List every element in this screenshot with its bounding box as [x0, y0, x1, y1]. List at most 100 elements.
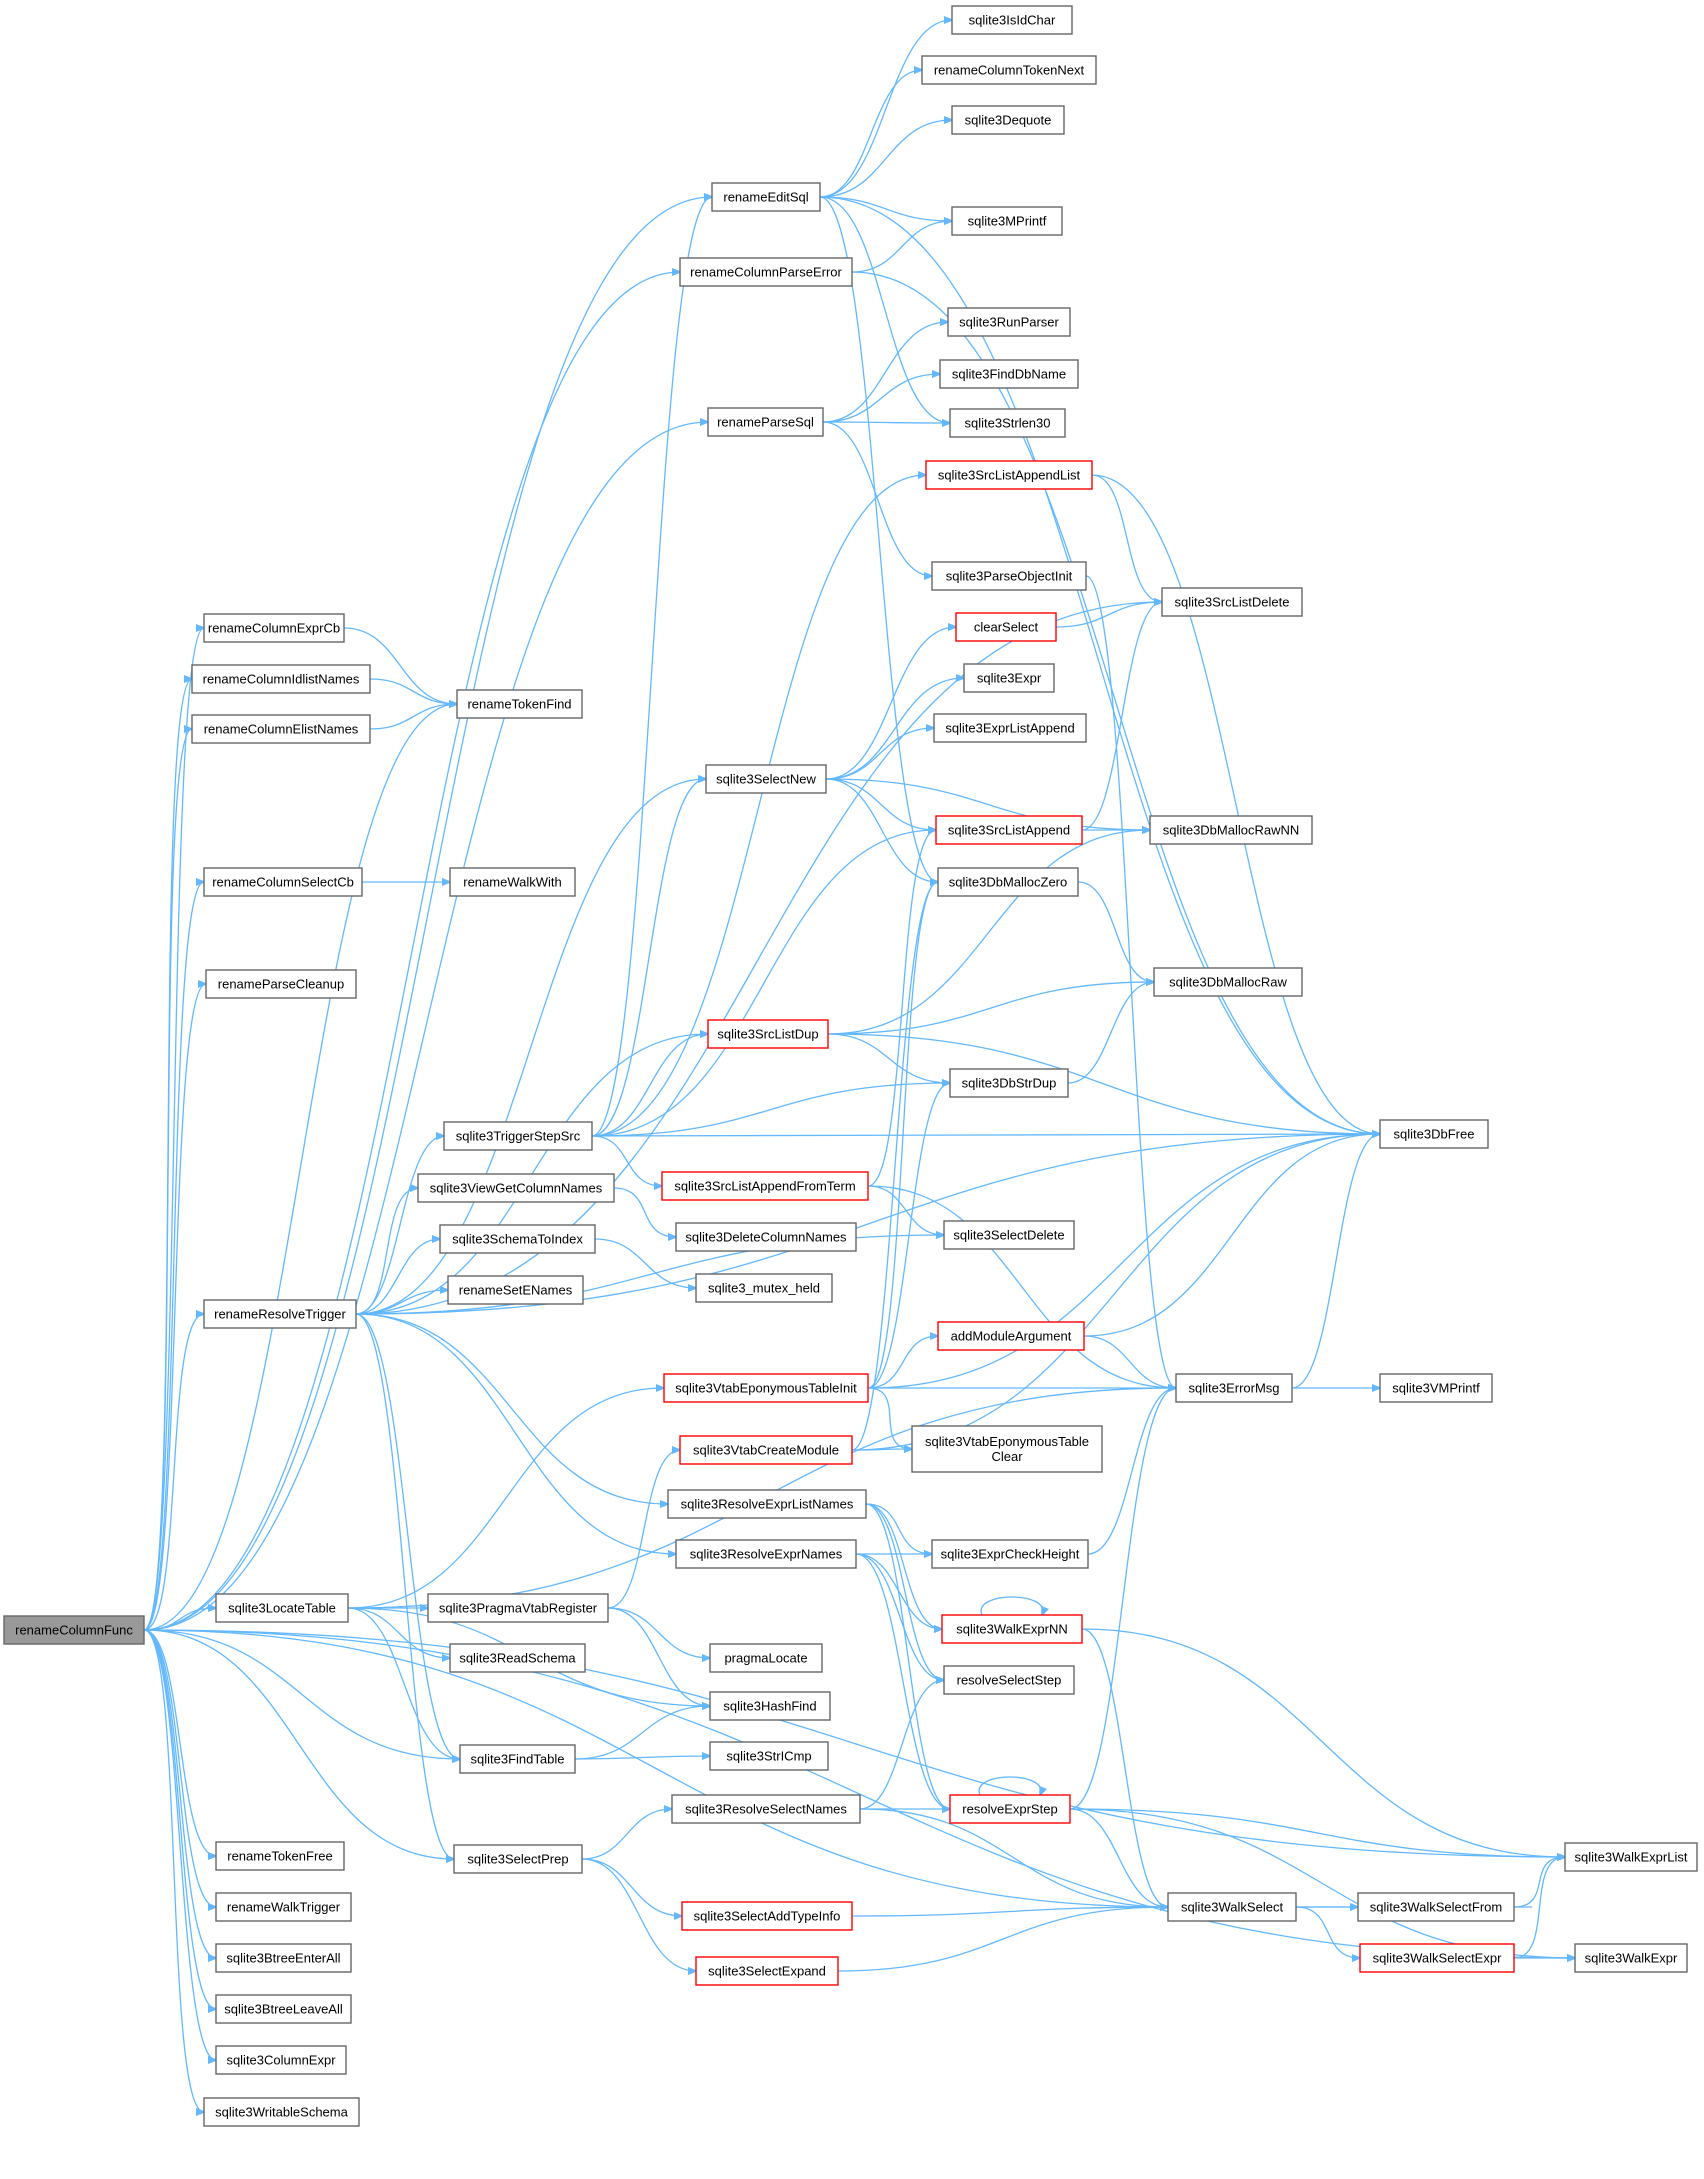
node-sqlite3BtreeEnterAll[interactable]: sqlite3BtreeEnterAll: [215, 1943, 352, 1973]
node-box[interactable]: [215, 2045, 347, 2075]
node-resolveSelectStep[interactable]: resolveSelectStep: [943, 1665, 1075, 1695]
node-box[interactable]: [675, 1539, 857, 1569]
node-box[interactable]: [707, 1019, 829, 1049]
node-sqlite3BtreeLeaveAll[interactable]: sqlite3BtreeLeaveAll: [215, 1994, 352, 2024]
node-sqlite3DbFree[interactable]: sqlite3DbFree: [1379, 1119, 1489, 1149]
node-box[interactable]: [427, 1593, 609, 1623]
node-sqlite3RunParser[interactable]: sqlite3RunParser: [947, 307, 1071, 337]
node-sqlite3FindDbName[interactable]: sqlite3FindDbName: [939, 359, 1079, 389]
node-sqlite3VtabEponymousTableInit[interactable]: sqlite3VtabEponymousTableInit: [663, 1373, 869, 1403]
node-sqlite3SrcListDelete[interactable]: sqlite3SrcListDelete: [1161, 587, 1303, 617]
node-clearSelect[interactable]: clearSelect: [955, 612, 1057, 642]
node-box[interactable]: [951, 206, 1063, 236]
node-sqlite3HashFind[interactable]: sqlite3HashFind: [709, 1691, 831, 1721]
node-sqlite3DbMallocRawNN[interactable]: sqlite3DbMallocRawNN: [1149, 815, 1313, 845]
node-box[interactable]: [679, 1435, 853, 1465]
node-sqlite3_mutex_held[interactable]: sqlite3_mutex_held: [695, 1273, 833, 1303]
node-sqlite3SrcListDup[interactable]: sqlite3SrcListDup: [707, 1019, 829, 1049]
node-box[interactable]: [937, 1321, 1085, 1351]
node-box[interactable]: [449, 1643, 586, 1673]
node-sqlite3WalkExprNN[interactable]: sqlite3WalkExprNN: [941, 1614, 1083, 1644]
node-renameTokenFind[interactable]: renameTokenFind: [456, 689, 583, 719]
node-renameParseCleanup[interactable]: renameParseCleanup: [205, 969, 357, 999]
node-box[interactable]: [215, 1943, 352, 1973]
node-box[interactable]: [1175, 1373, 1293, 1403]
node-box[interactable]: [443, 1121, 593, 1151]
node-box[interactable]: [203, 867, 363, 897]
node-sqlite3ReadSchema[interactable]: sqlite3ReadSchema: [449, 1643, 586, 1673]
node-sqlite3ColumnExpr[interactable]: sqlite3ColumnExpr: [215, 2045, 347, 2075]
node-box[interactable]: [1379, 1373, 1493, 1403]
node-sqlite3DeleteColumnNames[interactable]: sqlite3DeleteColumnNames: [675, 1222, 857, 1252]
node-box[interactable]: [191, 664, 371, 694]
node-box[interactable]: [203, 2097, 360, 2127]
node-box[interactable]: [931, 561, 1087, 591]
node-box[interactable]: [933, 713, 1087, 743]
node-box[interactable]: [955, 612, 1057, 642]
node-box[interactable]: [456, 689, 583, 719]
node-renameColumnSelectCb[interactable]: renameColumnSelectCb: [203, 867, 363, 897]
node-box[interactable]: [1564, 1842, 1698, 1872]
node-box[interactable]: [215, 1841, 345, 1871]
node-sqlite3SelectPrep[interactable]: sqlite3SelectPrep: [453, 1844, 583, 1874]
node-box[interactable]: [941, 1614, 1083, 1644]
node-box[interactable]: [943, 1665, 1075, 1695]
node-box[interactable]: [459, 1744, 576, 1774]
node-box[interactable]: [417, 1173, 615, 1203]
node-box[interactable]: [1379, 1119, 1489, 1149]
node-box[interactable]: [949, 408, 1066, 438]
node-renameResolveTrigger[interactable]: renameResolveTrigger: [203, 1299, 357, 1329]
node-sqlite3ExprCheckHeight[interactable]: sqlite3ExprCheckHeight: [931, 1539, 1089, 1569]
node-box[interactable]: [1161, 587, 1303, 617]
node-box[interactable]: [921, 55, 1097, 85]
node-sqlite3SchemaToIndex[interactable]: sqlite3SchemaToIndex: [439, 1224, 596, 1254]
node-box[interactable]: [931, 1539, 1089, 1569]
node-sqlite3PragmaVtabRegister[interactable]: sqlite3PragmaVtabRegister: [427, 1593, 609, 1623]
node-box[interactable]: [671, 1794, 861, 1824]
node-box[interactable]: [447, 1275, 584, 1305]
node-box[interactable]: [1574, 1943, 1688, 1973]
node-sqlite3LocateTable[interactable]: sqlite3LocateTable: [215, 1593, 349, 1623]
node-box[interactable]: [947, 307, 1071, 337]
node-renameWalkTrigger[interactable]: renameWalkTrigger: [215, 1892, 352, 1922]
node-box[interactable]: [709, 1741, 829, 1771]
node-sqlite3MPrintf[interactable]: sqlite3MPrintf: [951, 206, 1063, 236]
node-sqlite3Dequote[interactable]: sqlite3Dequote: [951, 105, 1065, 135]
node-sqlite3WalkSelectExpr[interactable]: sqlite3WalkSelectExpr: [1359, 1943, 1515, 1973]
node-box[interactable]: [705, 764, 827, 794]
node-sqlite3ResolveSelectNames[interactable]: sqlite3ResolveSelectNames: [671, 1794, 861, 1824]
node-box[interactable]: [709, 1691, 831, 1721]
node-renameEditSql[interactable]: renameEditSql: [711, 182, 821, 212]
node-box[interactable]: [439, 1224, 596, 1254]
node-sqlite3DbMallocZero[interactable]: sqlite3DbMallocZero: [937, 867, 1079, 897]
node-box[interactable]: [707, 407, 824, 437]
node-box[interactable]: [937, 867, 1079, 897]
node-renameColumnFunc[interactable]: renameColumnFunc: [3, 1615, 145, 1645]
node-box[interactable]: [709, 1643, 823, 1673]
node-sqlite3WalkSelectFrom[interactable]: sqlite3WalkSelectFrom: [1357, 1892, 1515, 1922]
node-box[interactable]: [949, 1794, 1071, 1824]
node-box[interactable]: [215, 1593, 349, 1623]
node-box[interactable]: [711, 182, 821, 212]
node-sqlite3Strlen30[interactable]: sqlite3Strlen30: [949, 408, 1066, 438]
node-box[interactable]: [939, 359, 1079, 389]
node-sqlite3TriggerStepSrc[interactable]: sqlite3TriggerStepSrc: [443, 1121, 593, 1151]
node-box[interactable]: [681, 1901, 853, 1931]
node-box[interactable]: [215, 1892, 352, 1922]
node-box[interactable]: [935, 815, 1083, 845]
node-addModuleArgument[interactable]: addModuleArgument: [937, 1321, 1085, 1351]
node-box[interactable]: [951, 105, 1065, 135]
node-renameColumnParseError[interactable]: renameColumnParseError: [679, 257, 853, 287]
node-box[interactable]: [203, 1299, 357, 1329]
node-sqlite3ViewGetColumnNames[interactable]: sqlite3ViewGetColumnNames: [417, 1173, 615, 1203]
node-box[interactable]: [3, 1615, 145, 1645]
node-box[interactable]: [949, 1068, 1069, 1098]
node-box[interactable]: [695, 1273, 833, 1303]
node-sqlite3IsIdChar[interactable]: sqlite3IsIdChar: [951, 5, 1073, 35]
node-box[interactable]: [963, 663, 1055, 693]
node-renameSetENames[interactable]: renameSetENames: [447, 1275, 584, 1305]
node-box[interactable]: [951, 5, 1073, 35]
node-sqlite3VtabCreateModule[interactable]: sqlite3VtabCreateModule: [679, 1435, 853, 1465]
node-box[interactable]: [663, 1373, 869, 1403]
